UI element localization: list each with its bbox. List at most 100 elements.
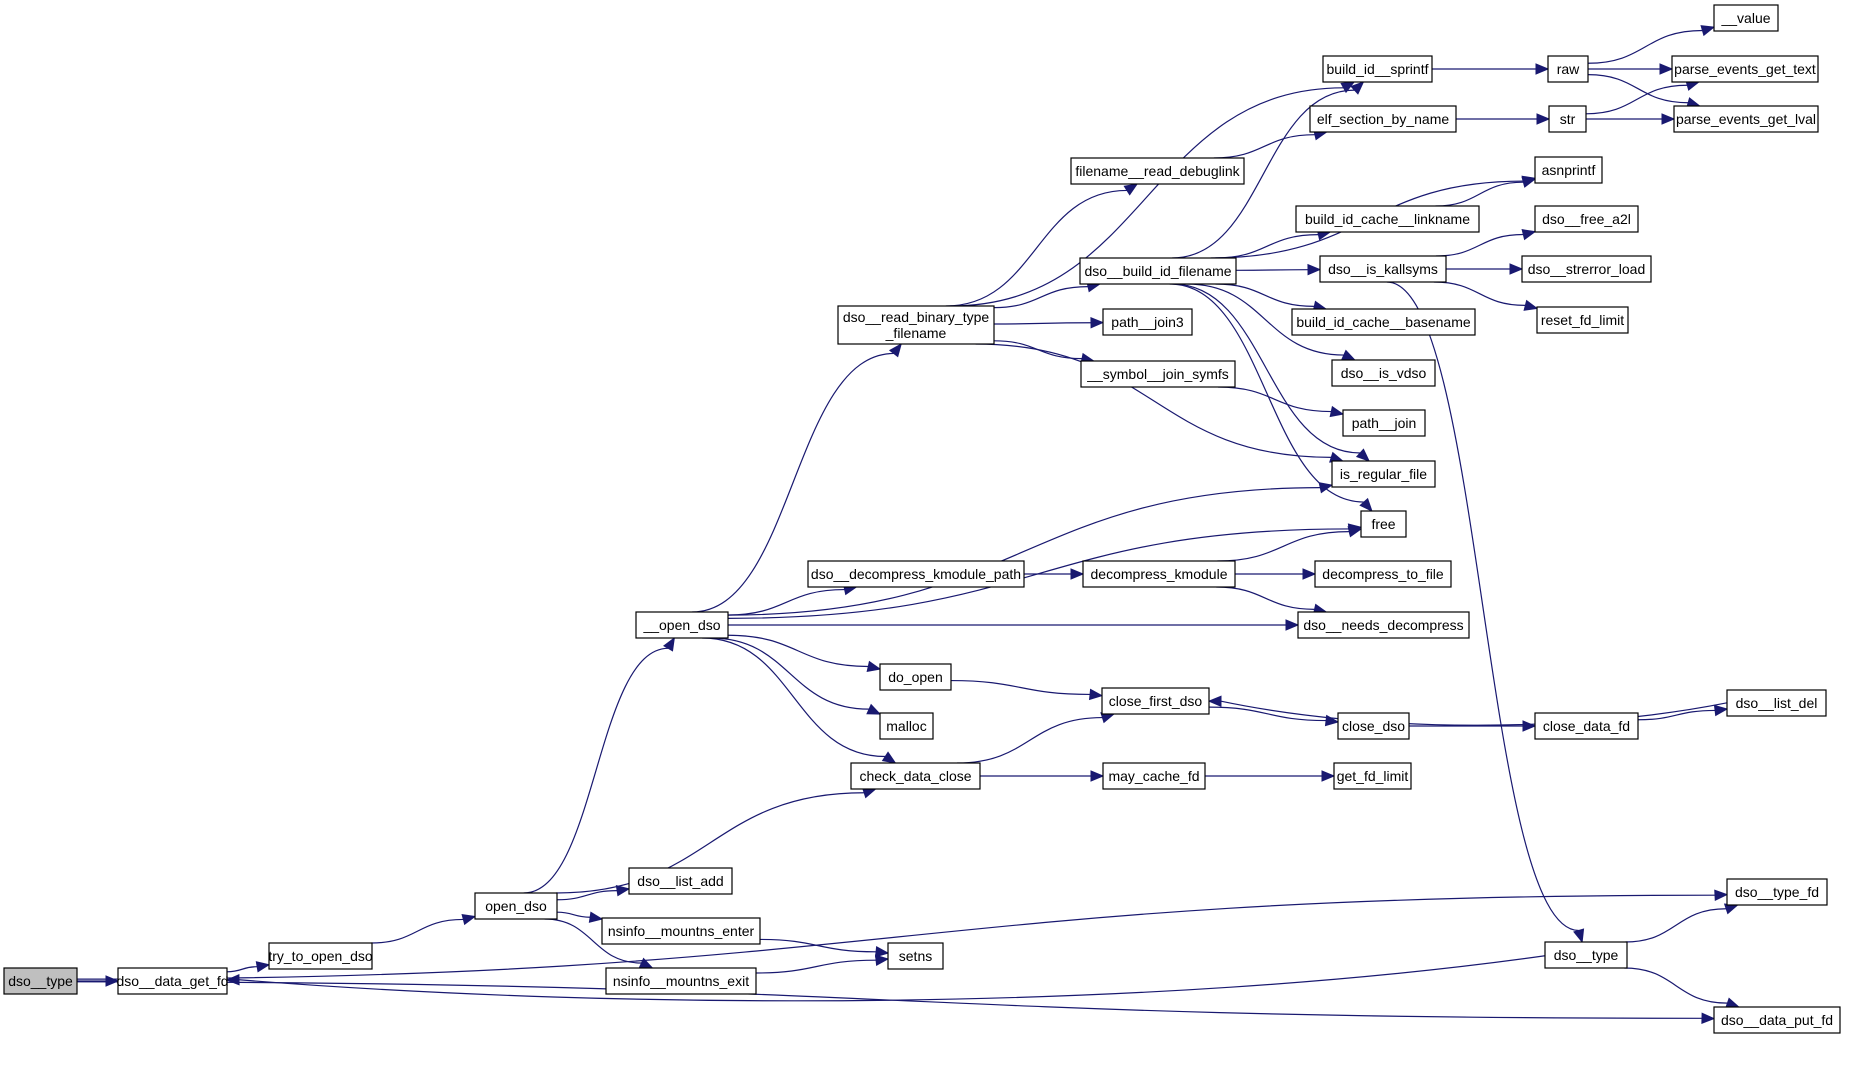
node-box (807, 560, 1025, 588)
node-label: __symbol__join_symfs (1086, 366, 1229, 382)
node-reset-fd[interactable]: reset_fd_limit (1536, 306, 1629, 334)
node-setns[interactable]: setns (887, 942, 944, 970)
node-box (850, 762, 981, 790)
node-type-fd[interactable]: dso__type_fd (1726, 878, 1828, 906)
node-list-add[interactable]: dso__list_add (628, 867, 733, 895)
node---open-dso[interactable]: __open_dso (635, 611, 729, 639)
node-decomp-file[interactable]: decompress_to_file (1314, 560, 1452, 588)
node-box (474, 892, 558, 920)
node-box (117, 967, 228, 995)
node-build-id-sprintf[interactable]: build_id__sprintf (1322, 55, 1433, 83)
arrowhead-icon (1521, 176, 1537, 188)
node-strerror[interactable]: dso__strerror_load (1521, 255, 1652, 283)
edge-build_id_sprintf-to-raw (1432, 63, 1550, 75)
node-debuglink[interactable]: filename__read_debuglink (1070, 157, 1245, 185)
node-open-dso[interactable]: open_dso (474, 892, 558, 920)
node-do-open[interactable]: do_open (879, 663, 952, 691)
edge-dso_type2-to-type_fd (1625, 903, 1739, 943)
edge-line (1625, 908, 1727, 943)
node-free[interactable]: free (1360, 510, 1407, 538)
node-raw[interactable]: raw (1547, 55, 1589, 83)
edge-line (1172, 283, 1361, 454)
node-label: free (1371, 516, 1395, 532)
edge-line (226, 966, 258, 973)
node-decomp-path[interactable]: dso__decompress_kmodule_path (807, 560, 1025, 588)
edge-decomp_km-to-decomp_file (1235, 568, 1317, 580)
node-label: open_dso (485, 898, 547, 914)
node-path-join3[interactable]: path__join3 (1102, 308, 1193, 336)
node-try-open[interactable]: try_to_open_dso (268, 942, 373, 970)
node-label: dso__type_fd (1735, 884, 1819, 900)
edge-raw-to-get_text (1588, 63, 1674, 75)
node-basename[interactable]: build_id_cache__basename (1291, 308, 1476, 336)
edge-is_kallsyms-to-strerror (1446, 263, 1524, 275)
node-is-kallsyms[interactable]: dso__is_kallsyms (1319, 255, 1447, 283)
node-get-lval[interactable]: parse_events_get_lval (1673, 105, 1819, 133)
node-label: __value (1720, 10, 1770, 26)
node-read-bin[interactable]: dso__read_binary_type_filename (837, 305, 995, 345)
node-check-close[interactable]: check_data_close (850, 762, 981, 790)
node-box (1331, 359, 1436, 387)
node-close-first[interactable]: close_first_dso (1101, 687, 1210, 715)
node-malloc[interactable]: malloc (879, 712, 934, 740)
node-ns-enter[interactable]: nsinfo__mountns_enter (601, 917, 761, 945)
edge-line (556, 911, 591, 918)
edge-build_id_fn-to-is_regular (1172, 283, 1371, 462)
edge-open_dso-to-__open_dso (523, 636, 675, 894)
node-label: path__join3 (1111, 314, 1184, 330)
node-close-data-fd[interactable]: close_data_fd (1534, 712, 1639, 740)
node-get-text[interactable]: parse_events_get_text (1671, 55, 1819, 83)
edge-is_kallsyms-to-free_a2l (1435, 229, 1537, 257)
node-label: dso__is_kallsyms (1328, 261, 1438, 277)
node-may-cache[interactable]: may_cache_fd (1102, 762, 1206, 790)
node-dso-type2[interactable]: dso__type (1544, 941, 1628, 969)
arrowhead-icon (1573, 928, 1585, 944)
node-path-join[interactable]: path__join (1342, 409, 1426, 437)
edge-line (556, 890, 618, 901)
node-decomp-km[interactable]: decompress_kmodule (1082, 560, 1236, 588)
node-label: parse_events_get_lval (1676, 111, 1816, 127)
node-ns-exit[interactable]: nsinfo__mountns_exit (605, 967, 757, 995)
node-asnprintf[interactable]: asnprintf (1534, 156, 1603, 184)
node-label: setns (899, 948, 932, 964)
node-list-del[interactable]: dso__list_del (1726, 689, 1827, 717)
node-get-fd[interactable]: dso__data_get_fd (116, 967, 229, 995)
node-label: may_cache_fd (1108, 768, 1199, 784)
node-free-a2l[interactable]: dso__free_a2l (1534, 205, 1639, 233)
arrowhead-icon (1340, 81, 1356, 94)
node-box (837, 305, 995, 345)
node-value[interactable]: __value (1713, 4, 1779, 32)
node-label: asnprintf (1542, 162, 1596, 178)
node-str[interactable]: str (1548, 105, 1587, 133)
node-box (1534, 205, 1639, 233)
node-sym-join[interactable]: __symbol__join_symfs (1080, 360, 1236, 388)
node-label: nsinfo__mountns_enter (608, 923, 755, 939)
edge-raw-to-value (1587, 25, 1716, 64)
node-get-fd-limit[interactable]: get_fd_limit (1333, 762, 1412, 790)
node-box (1337, 712, 1410, 740)
node-box (1548, 105, 1587, 133)
node-label: malloc (886, 718, 926, 734)
node-build-id-fn[interactable]: dso__build_id_filename (1079, 257, 1237, 285)
edge-debuglink-to-elf_section (1213, 129, 1328, 159)
arrowhead-icon (1341, 349, 1356, 361)
edge-read_bin-to-path_join3 (993, 316, 1105, 329)
node-box (1314, 560, 1452, 588)
edge-line (1169, 283, 1364, 503)
arrowhead-icon (1321, 770, 1336, 782)
edge-read_bin-to-sym_join (993, 340, 1096, 365)
edge-check_close-to-close_first (957, 712, 1116, 764)
node-label: get_fd_limit (1337, 768, 1409, 784)
node-box (1080, 360, 1236, 388)
node-is-regular[interactable]: is_regular_file (1331, 460, 1436, 488)
edge-root-to-get_fd (77, 975, 120, 987)
node-linkname[interactable]: build_id_cache__linkname (1295, 205, 1480, 233)
node-label: filename__read_debuglink (1075, 163, 1240, 179)
node-put-fd[interactable]: dso__data_put_fd (1713, 1006, 1841, 1034)
node-box (1534, 712, 1639, 740)
node-is-vdso[interactable]: dso__is_vdso (1331, 359, 1436, 387)
edge-line (975, 343, 1332, 458)
node-needs-decomp[interactable]: dso__needs_decompress (1297, 611, 1470, 639)
node-close-dso[interactable]: close_dso (1337, 712, 1410, 740)
node-elf-section[interactable]: elf_section_by_name (1309, 105, 1457, 133)
